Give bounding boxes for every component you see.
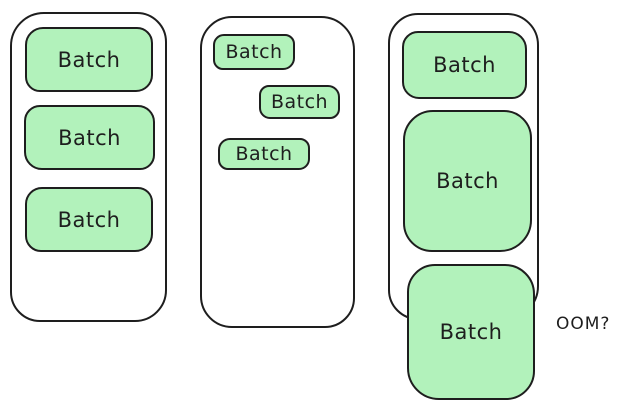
batch-label: Batch xyxy=(57,207,121,232)
batch-box-overflowing: Batch xyxy=(407,264,535,400)
batch-label: Batch xyxy=(225,41,283,63)
container-3: Batch Batch Batch xyxy=(388,13,539,400)
oom-annotation: OOM? xyxy=(556,314,611,334)
batch-box: Batch xyxy=(259,85,340,119)
batch-label: Batch xyxy=(57,47,121,72)
batch-label: Batch xyxy=(270,91,329,113)
batch-box: Batch xyxy=(218,138,310,170)
container-1: Batch Batch Batch xyxy=(10,12,167,322)
batch-box: Batch xyxy=(402,31,527,99)
container-2: Batch Batch Batch xyxy=(200,16,355,328)
batch-box: Batch xyxy=(213,34,295,70)
batch-label: Batch xyxy=(439,320,503,344)
batch-label: Batch xyxy=(235,143,293,165)
batch-box: Batch xyxy=(25,27,153,92)
batch-box: Batch xyxy=(25,187,153,252)
batch-box: Batch xyxy=(24,105,155,170)
batch-label: Batch xyxy=(436,169,499,193)
batch-box: Batch xyxy=(403,110,532,252)
batch-label: Batch xyxy=(433,53,496,77)
batch-label: Batch xyxy=(58,125,121,150)
